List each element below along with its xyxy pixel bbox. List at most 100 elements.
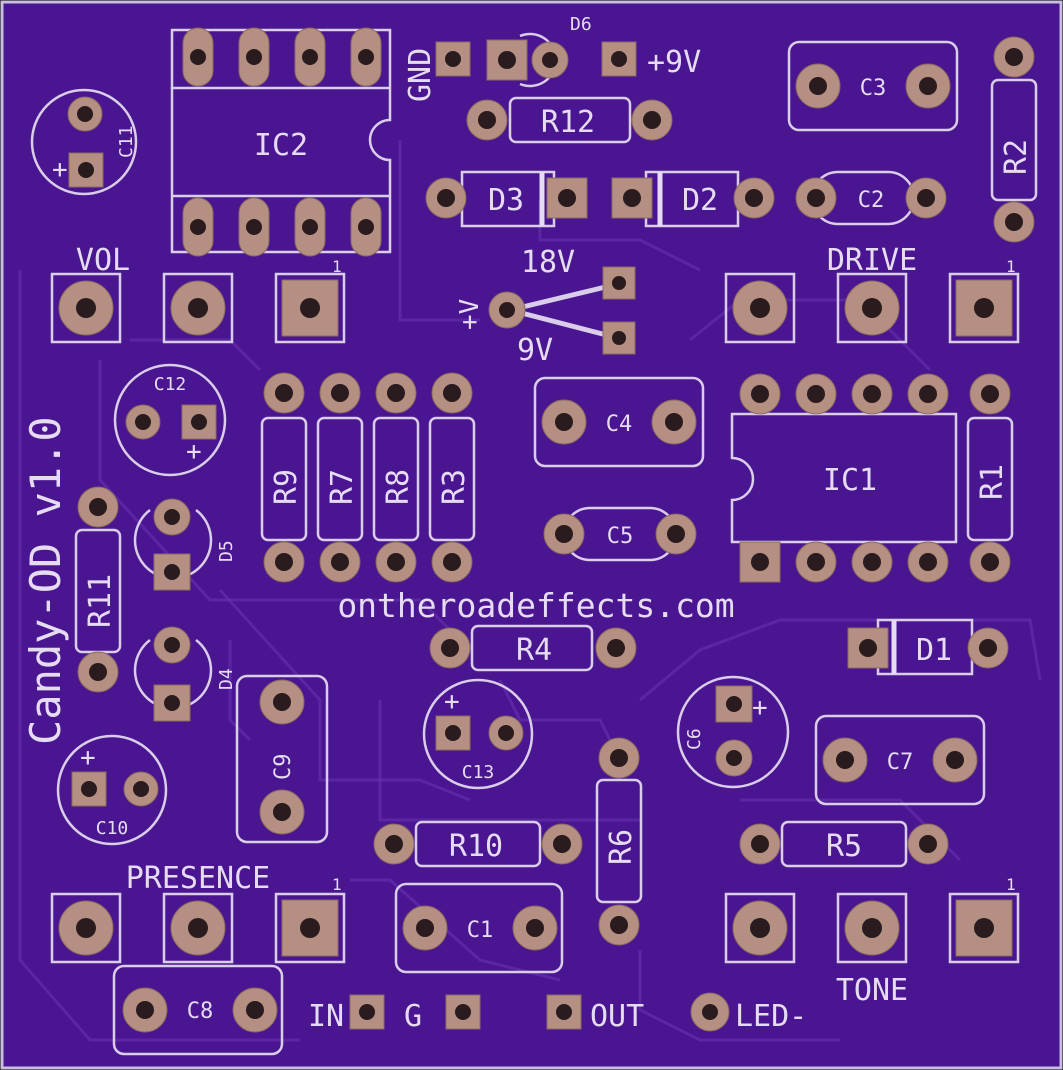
c12-plus: + (186, 437, 202, 467)
c13-label: C13 (462, 762, 495, 783)
g-pad (445, 994, 481, 1030)
vol-pot: 1 (50, 257, 346, 344)
d1-footprint: D1 (847, 618, 1009, 676)
presence-label: PRESENCE (126, 861, 271, 896)
drive-label: DRIVE (827, 243, 917, 278)
r6-footprint: R6 (595, 737, 643, 946)
c9-footprint: C9 (235, 674, 329, 844)
c8-label: C8 (187, 999, 214, 1024)
r4-footprint: R4 (429, 624, 637, 672)
r9-label: R9 (269, 469, 304, 505)
vol-pin1: 1 (332, 257, 342, 276)
board-title: Candy-OD v1.0 (21, 416, 70, 745)
ic2-footprint: IC2 (170, 27, 392, 257)
in-label: IN (308, 999, 344, 1034)
c12-footprint: C12 + (113, 363, 227, 477)
d3-footprint: D3 (425, 170, 588, 228)
plus9v-pad (601, 41, 637, 77)
c10-footprint: + C10 (56, 734, 168, 846)
r10-footprint: R10 (373, 820, 583, 868)
gnd-pad (435, 41, 471, 77)
d3-label: D3 (488, 183, 524, 218)
v18-label: 18V (521, 245, 575, 280)
r6-label: R6 (604, 829, 639, 865)
out-label: OUT (590, 999, 644, 1034)
c6-plus: + (752, 693, 768, 723)
r3-label: R3 (437, 469, 472, 505)
r10-label: R10 (449, 829, 503, 864)
gnd-label: GND (403, 48, 438, 102)
c5-footprint: C5 (543, 506, 697, 562)
r2-footprint: R2 (990, 36, 1038, 243)
tone-pot: 1 (724, 875, 1020, 964)
c12-label: C12 (154, 374, 187, 395)
drive-pin1: 1 (1006, 257, 1016, 276)
led-minus-label: LED- (735, 999, 807, 1034)
c7-label: C7 (887, 750, 914, 775)
r8-footprint: R8 (372, 372, 420, 583)
v9-label: 9V (517, 333, 553, 368)
d2-footprint: D2 (611, 170, 775, 228)
r7-label: R7 (325, 469, 360, 505)
d6-label: D6 (570, 14, 592, 35)
c2-label: C2 (858, 188, 885, 213)
presence-pot: 1 (50, 875, 346, 964)
c11-footprint: + C11 (30, 88, 138, 196)
c6-label: C6 (684, 728, 705, 750)
voltage-selector: 18V 9V +V (455, 245, 636, 368)
c11-plus: + (52, 155, 68, 185)
c3-label: C3 (860, 76, 887, 101)
r12-footprint: R12 (466, 96, 673, 144)
ic2-label: IC2 (254, 128, 308, 163)
c2-footprint: C2 (795, 170, 947, 226)
d1-label: D1 (916, 633, 952, 668)
d5-label: D5 (216, 540, 237, 562)
tone-label: TONE (836, 973, 908, 1008)
c10-plus: + (80, 743, 96, 773)
website-label: ontheroadeffects.com (337, 586, 734, 625)
c7-footprint: C7 (814, 714, 986, 806)
c1-label: C1 (467, 918, 494, 943)
g-label: G (404, 999, 422, 1034)
vplus-label: +V (455, 299, 485, 330)
presence-pin1: 1 (332, 875, 342, 894)
r2-label: R2 (999, 139, 1034, 175)
plus9v-label: +9V (647, 45, 701, 80)
in-pad (349, 994, 385, 1030)
r11-footprint: R11 (74, 486, 122, 693)
out-pad (546, 994, 582, 1030)
d5-footprint: D5 (133, 498, 237, 591)
r3-footprint: R3 (428, 372, 476, 583)
ic1-label: IC1 (823, 463, 877, 498)
d4-label: D4 (216, 668, 237, 690)
led-minus-pad (690, 992, 730, 1032)
r7-footprint: R7 (316, 372, 364, 583)
d6-footprint: D6 (486, 14, 592, 88)
d2-label: D2 (682, 183, 718, 218)
r1-label: R1 (975, 464, 1010, 500)
ic1-footprint: IC1 (730, 373, 958, 583)
r9-footprint: R9 (260, 372, 308, 583)
r11-label: R11 (83, 574, 118, 628)
c3-footprint: C3 (787, 40, 959, 132)
vol-label: VOL (76, 243, 130, 278)
r12-label: R12 (541, 105, 595, 140)
r1-footprint: R1 (966, 373, 1014, 583)
tone-pin1: 1 (1006, 875, 1016, 894)
c4-label: C4 (606, 412, 633, 437)
drive-pot: 1 (724, 257, 1020, 344)
c13-footprint: + C13 (422, 678, 534, 790)
r5-label: R5 (826, 829, 862, 864)
r4-label: R4 (516, 633, 552, 668)
c5-label: C5 (607, 524, 634, 549)
c9-label: C9 (271, 754, 296, 781)
c8-footprint: C8 (112, 964, 284, 1056)
c13-plus: + (444, 687, 460, 717)
d4-footprint: D4 (133, 626, 237, 722)
c11-label: C11 (116, 125, 137, 158)
c6-footprint: + C6 (676, 675, 790, 789)
c1-footprint: C1 (394, 882, 564, 974)
c10-label: C10 (96, 818, 129, 839)
